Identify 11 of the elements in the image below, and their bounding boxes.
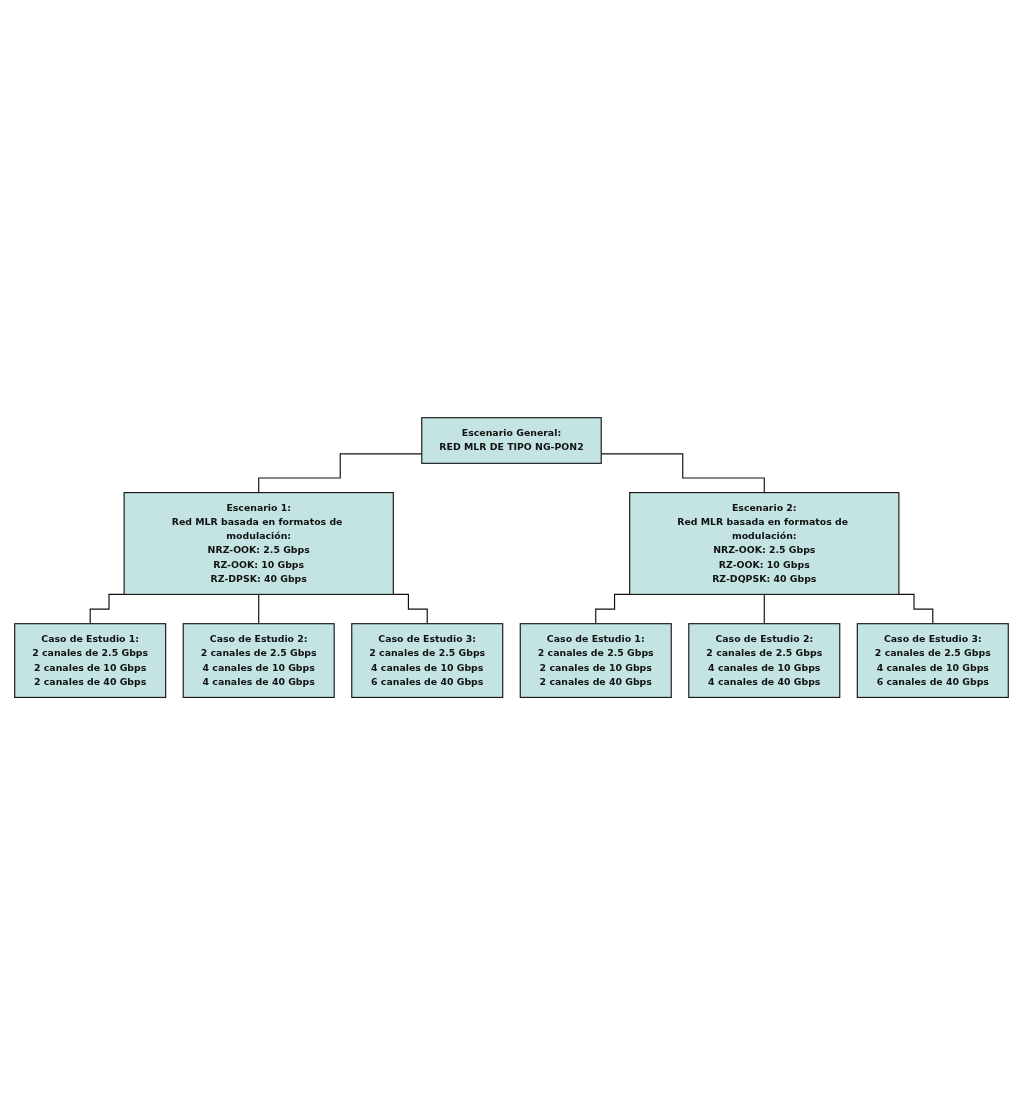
node-box: Caso de Estudio 1: 2 canales de 2.5 Gbps 2 canales de 10 Gbps 2 canales de 40 Gbps [519,623,672,698]
node-box: Escenario 1: Red MLR basada en formatos de modulación: NRZ-OOK: 2.5 Gbps RZ-OOK: 10 Gbps RZ-DPSK: 40 Gbps [123,491,394,595]
node-box: Caso de Estudio 2: 2 canales de 2.5 Gbps 4 canales de 10 Gbps 4 canales de 40 Gbps [688,623,841,698]
node-box: Escenario General: RED MLR DE TIPO NG-PON2 [421,417,602,464]
connector [763,593,765,625]
node-box: Caso de Estudio 2: 2 canales de 2.5 Gbps 4 canales de 10 Gbps 4 canales de 40 Gbps [182,623,335,698]
node-box: Escenario 2: Red MLR basada en formatos de modulación: NRZ-OOK: 2.5 Gbps RZ-OOK: 10 Gbps RZ-DQPSK: 40 Gbps [629,491,900,595]
node-box: Caso de Estudio 3: 2 canales de 2.5 Gbps 4 canales de 10 Gbps 6 canales de 40 Gbps [351,623,504,698]
node-box: Caso de Estudio 3: 2 canales de 2.5 Gbps 4 canales de 10 Gbps 6 canales de 40 Gbps [856,623,1009,698]
connector [258,593,260,625]
node-box: Caso de Estudio 1: 2 canales de 2.5 Gbps 2 canales de 10 Gbps 2 canales de 40 Gbps [14,623,167,698]
